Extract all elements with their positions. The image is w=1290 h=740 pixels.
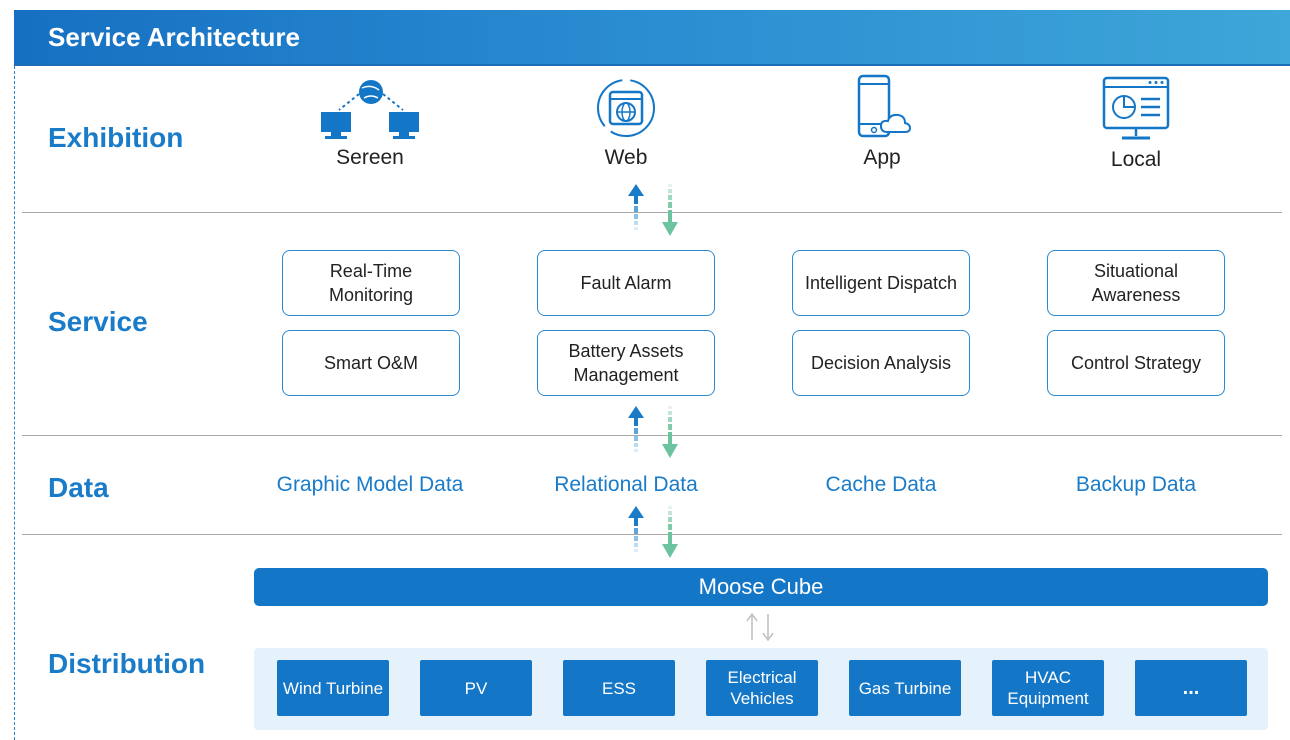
- page-title: Service Architecture: [48, 22, 300, 52]
- row-label-service: Service: [48, 306, 148, 337]
- separator-2: [22, 435, 1282, 436]
- exhibition-item-local[interactable]: Local: [1056, 74, 1216, 172]
- separator-3: [22, 534, 1282, 535]
- service-box-decision-analysis[interactable]: Decision Analysis: [792, 330, 970, 396]
- left-dashed-line: [14, 66, 15, 740]
- service-box-situational-awareness[interactable]: Situational Awareness: [1047, 250, 1225, 316]
- distribution-box-more[interactable]: ...: [1135, 660, 1247, 716]
- exhibition-label: Web: [604, 146, 648, 169]
- desktop-dashboard-icon: [1102, 76, 1170, 140]
- bidirectional-arrow-icon: [628, 184, 678, 236]
- phone-cloud-icon: [857, 74, 912, 138]
- distribution-box-hvac-equipment[interactable]: HVAC Equipment: [992, 660, 1104, 716]
- separator-1: [22, 212, 1282, 213]
- data-item-backup: Backup Data: [1075, 473, 1197, 496]
- distribution-box-gas-turbine[interactable]: Gas Turbine: [849, 660, 961, 716]
- data-item-relational: Relational Data: [554, 473, 698, 496]
- row-label-exhibition: Exhibition: [48, 122, 184, 153]
- exhibition-label: Local: [1110, 148, 1162, 171]
- distribution-box-pv[interactable]: PV: [420, 660, 532, 716]
- bidirectional-arrow-icon: [628, 406, 678, 458]
- service-box-battery-assets[interactable]: Battery Assets Management: [537, 330, 715, 396]
- service-box-fault-alarm[interactable]: Fault Alarm: [537, 250, 715, 316]
- exhibition-item-app[interactable]: App: [802, 72, 962, 170]
- service-box-control-strategy[interactable]: Control Strategy: [1047, 330, 1225, 396]
- exhibition-label: App: [863, 146, 901, 169]
- distribution-box-wind-turbine[interactable]: Wind Turbine: [277, 660, 389, 716]
- service-box-realtime-monitoring[interactable]: Real-Time Monitoring: [282, 250, 460, 316]
- small-bidirectional-arrow-icon: [746, 612, 774, 642]
- network-monitors-icon: [321, 80, 419, 139]
- web-browser-icon: [597, 79, 655, 137]
- data-item-cache: Cache Data: [825, 473, 937, 496]
- distribution-box-ess[interactable]: ESS: [563, 660, 675, 716]
- row-label-data: Data: [48, 472, 109, 503]
- exhibition-item-web[interactable]: Web: [546, 76, 706, 170]
- data-item-graphic-model: Graphic Model Data: [276, 473, 464, 496]
- exhibition-item-screen[interactable]: Sereen: [290, 76, 450, 170]
- distribution-box-electrical-vehicles[interactable]: Electrical Vehicles: [706, 660, 818, 716]
- row-label-distribution: Distribution: [48, 648, 206, 679]
- service-box-intelligent-dispatch[interactable]: Intelligent Dispatch: [792, 250, 970, 316]
- header-bar: Service Architecture: [14, 10, 1290, 66]
- service-box-smart-om[interactable]: Smart O&M: [282, 330, 460, 396]
- moose-cube-bar[interactable]: Moose Cube: [254, 568, 1268, 606]
- exhibition-label: Sereen: [336, 146, 404, 169]
- bidirectional-arrow-icon: [628, 506, 678, 558]
